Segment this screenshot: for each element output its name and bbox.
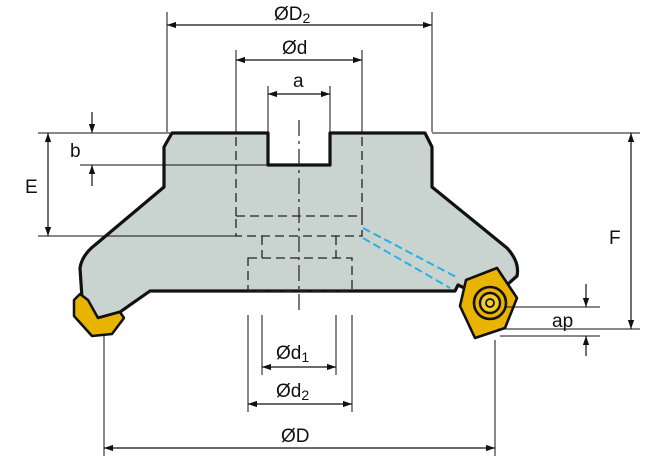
square-insert-icon [458, 266, 519, 340]
label-d: Ød [282, 38, 307, 59]
label-ap: ap [552, 311, 573, 332]
extension-lines [38, 12, 640, 456]
dimension-lines [44, 21, 635, 452]
label-b: b [70, 141, 81, 162]
coolant-channel-icon [362, 227, 459, 289]
label-d1: Ød1 [276, 343, 309, 365]
label-E: E [25, 177, 38, 198]
label-D2: ØD2 [274, 4, 311, 26]
label-a: a [293, 71, 304, 92]
label-D: ØD [281, 426, 310, 447]
label-d2: Ød2 [276, 381, 309, 403]
left-insert [72, 292, 126, 338]
label-F: F [609, 228, 621, 249]
